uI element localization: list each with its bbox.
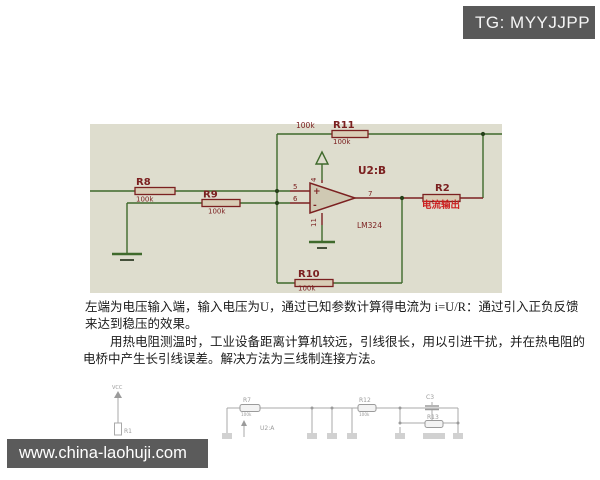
r7-designator: R7 bbox=[243, 397, 251, 404]
pin-4-label: 4 bbox=[310, 177, 318, 182]
opamp-schematic-diagram: + - 100k R11 100k R8 100k R9 100k R10 10… bbox=[90, 120, 502, 293]
description-line-3: 用热电阻测温时，工业设备距离计算机较远，引线很长，用以引进干扰，并在热电阻的 bbox=[110, 335, 586, 349]
description-line-4: 电桥中产生长引线误差。解决方法为三线制连接方法。 bbox=[83, 352, 384, 366]
junction-dots bbox=[274, 131, 486, 206]
r1-designator: R1 bbox=[124, 428, 132, 435]
resistor-r2-body bbox=[422, 193, 461, 203]
resistor-r7-body bbox=[239, 404, 261, 412]
r8-value: 100k bbox=[136, 196, 154, 204]
r8-designator: R8 bbox=[136, 177, 151, 188]
opamp-part-number: LM324 bbox=[357, 221, 382, 230]
pin-7-label: 7 bbox=[368, 190, 372, 198]
schematic-labels: 100k R11 100k R8 100k R9 100k R10 100k R… bbox=[136, 120, 450, 293]
sub-junction-dots bbox=[310, 406, 460, 425]
opamp-triangle bbox=[309, 181, 358, 215]
r9-designator: R9 bbox=[203, 190, 218, 201]
power-arrow-icon bbox=[314, 150, 330, 165]
resistor-r11-body bbox=[331, 129, 369, 139]
small-arrow-icon bbox=[241, 420, 247, 426]
resistor-bodies bbox=[134, 129, 461, 288]
pin-5-label: 5 bbox=[293, 183, 297, 191]
current-output-label: 电流输出 bbox=[422, 199, 460, 211]
pin-6-label: 6 bbox=[293, 195, 298, 203]
r10-designator: R10 bbox=[298, 269, 320, 280]
schematic-background bbox=[90, 124, 502, 293]
resistor-r13-body bbox=[424, 420, 444, 428]
description-line-1: 左端为电压输入端，输入电压为U，通过已知参数计算得电流为 i=U/R：通过引入正… bbox=[85, 300, 579, 314]
cutoff-stubs bbox=[222, 433, 463, 439]
sub-circuit-diagram: VCC R1 R7 100k U2:A R12 100k C3 R13 bbox=[112, 385, 463, 439]
r12-designator: R12 bbox=[359, 397, 371, 404]
capacitor-c3-plates bbox=[425, 405, 439, 411]
r10-value: 100k bbox=[298, 285, 316, 293]
r11-designator: R11 bbox=[333, 120, 355, 131]
r12-value: 100k bbox=[359, 412, 370, 417]
r9-value: 100k bbox=[208, 208, 226, 216]
resistor-r1-body bbox=[114, 422, 122, 436]
r2-designator: R2 bbox=[435, 183, 450, 194]
opamp-minus-sign: - bbox=[313, 201, 317, 211]
tg-watermark-badge: TG: MYYJJPP bbox=[463, 6, 595, 39]
site-watermark-bar: www.china-laohuji.com bbox=[7, 439, 208, 468]
ground-symbol-opamp bbox=[309, 240, 335, 249]
net-label-100k: 100k bbox=[296, 121, 315, 130]
sub-circuit-wires bbox=[117, 398, 459, 437]
c3-designator: C3 bbox=[426, 394, 434, 401]
vcc-arrow-icon bbox=[114, 391, 122, 398]
r13-designator: R13 bbox=[427, 414, 439, 421]
wires-red bbox=[290, 180, 483, 225]
r7-value: 100k bbox=[241, 412, 252, 417]
r11-value: 100k bbox=[333, 138, 351, 146]
opamp-plus-sign: + bbox=[313, 187, 321, 197]
description-line-2: 来达到稳压的效果。 bbox=[85, 317, 198, 331]
vcc-label: VCC bbox=[112, 385, 123, 391]
resistor-r9-body bbox=[201, 198, 241, 208]
u2a-designator: U2:A bbox=[260, 425, 275, 432]
sub-resistor-bodies bbox=[239, 404, 444, 428]
resistor-r12-body bbox=[357, 404, 377, 412]
opamp-designator: U2:B bbox=[358, 165, 386, 177]
resistor-r8-body bbox=[134, 186, 176, 196]
pin-11-label: 11 bbox=[310, 218, 318, 227]
ground-symbol-left bbox=[112, 252, 142, 261]
resistor-r10-body bbox=[294, 278, 334, 288]
